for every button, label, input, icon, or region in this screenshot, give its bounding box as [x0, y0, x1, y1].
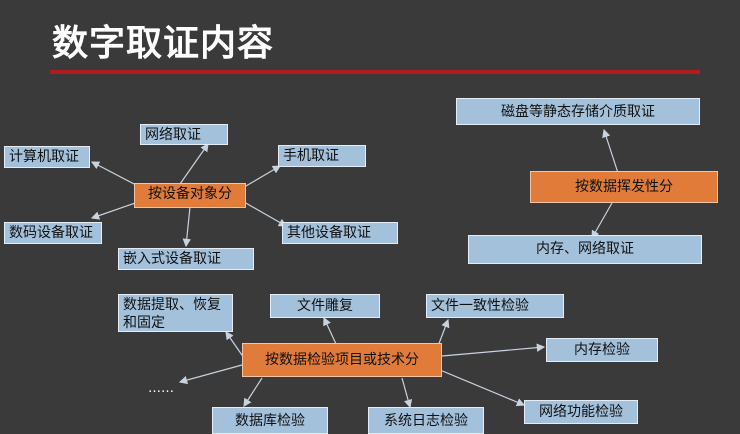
hub-by-volatility: 按数据挥发性分 [530, 171, 718, 203]
hub-by-device: 按设备对象分 [134, 183, 246, 208]
arrow-technique-extract [225, 331, 245, 359]
node-embedded-forensics: 嵌入式设备取证 [118, 248, 254, 270]
node-computer-forensics: 计算机取证 [4, 146, 90, 168]
arrow-device-embedded [182, 206, 191, 248]
arrow-technique-syslog [401, 377, 413, 409]
arrow-technique-carving [323, 316, 337, 345]
slide-title: 数字取证内容 [52, 23, 275, 64]
node-memory-network-forensics: 内存、网络取证 [468, 235, 702, 264]
node-syslog-check: 系统日志检验 [368, 407, 484, 434]
arrow-device-network [179, 143, 209, 185]
node-file-carving: 文件雕复 [270, 294, 380, 318]
arrow-volatility-memory [591, 202, 613, 240]
node-database-check: 数据库检验 [212, 407, 328, 434]
title-underline [50, 70, 700, 74]
node-file-consistency: 文件一致性检验 [426, 294, 564, 318]
node-other-device-forensics: 其他设备取证 [282, 222, 398, 244]
arrow-technique-memory [441, 343, 546, 357]
node-memory-check: 内存检验 [546, 338, 658, 362]
arrow-device-computer [90, 161, 139, 187]
node-disk-static-forensics: 磁盘等静态存储介质取证 [456, 98, 700, 125]
node-data-extraction: 数据提取、恢复和固定 [118, 294, 233, 332]
node-mobile-forensics: 手机取证 [278, 145, 366, 167]
arrow-device-mobile [245, 165, 282, 187]
arrow-device-digital [90, 201, 139, 220]
arrow-volatility-disk [602, 128, 619, 174]
arrow-technique-network [439, 369, 526, 407]
node-network-forensics: 网络取证 [140, 124, 228, 145]
arrow-technique-ellipsis [178, 364, 243, 385]
arrow-technique-consistency [437, 318, 450, 347]
node-digital-device-forensics: 数码设备取证 [4, 222, 102, 244]
hub-by-technique: 按数据检验项目或技术分 [242, 343, 442, 377]
arrow-technique-database [243, 377, 263, 408]
node-network-function-check: 网络功能检验 [524, 400, 638, 424]
ellipsis-more: …… [148, 381, 174, 396]
arrow-device-other [243, 201, 288, 227]
